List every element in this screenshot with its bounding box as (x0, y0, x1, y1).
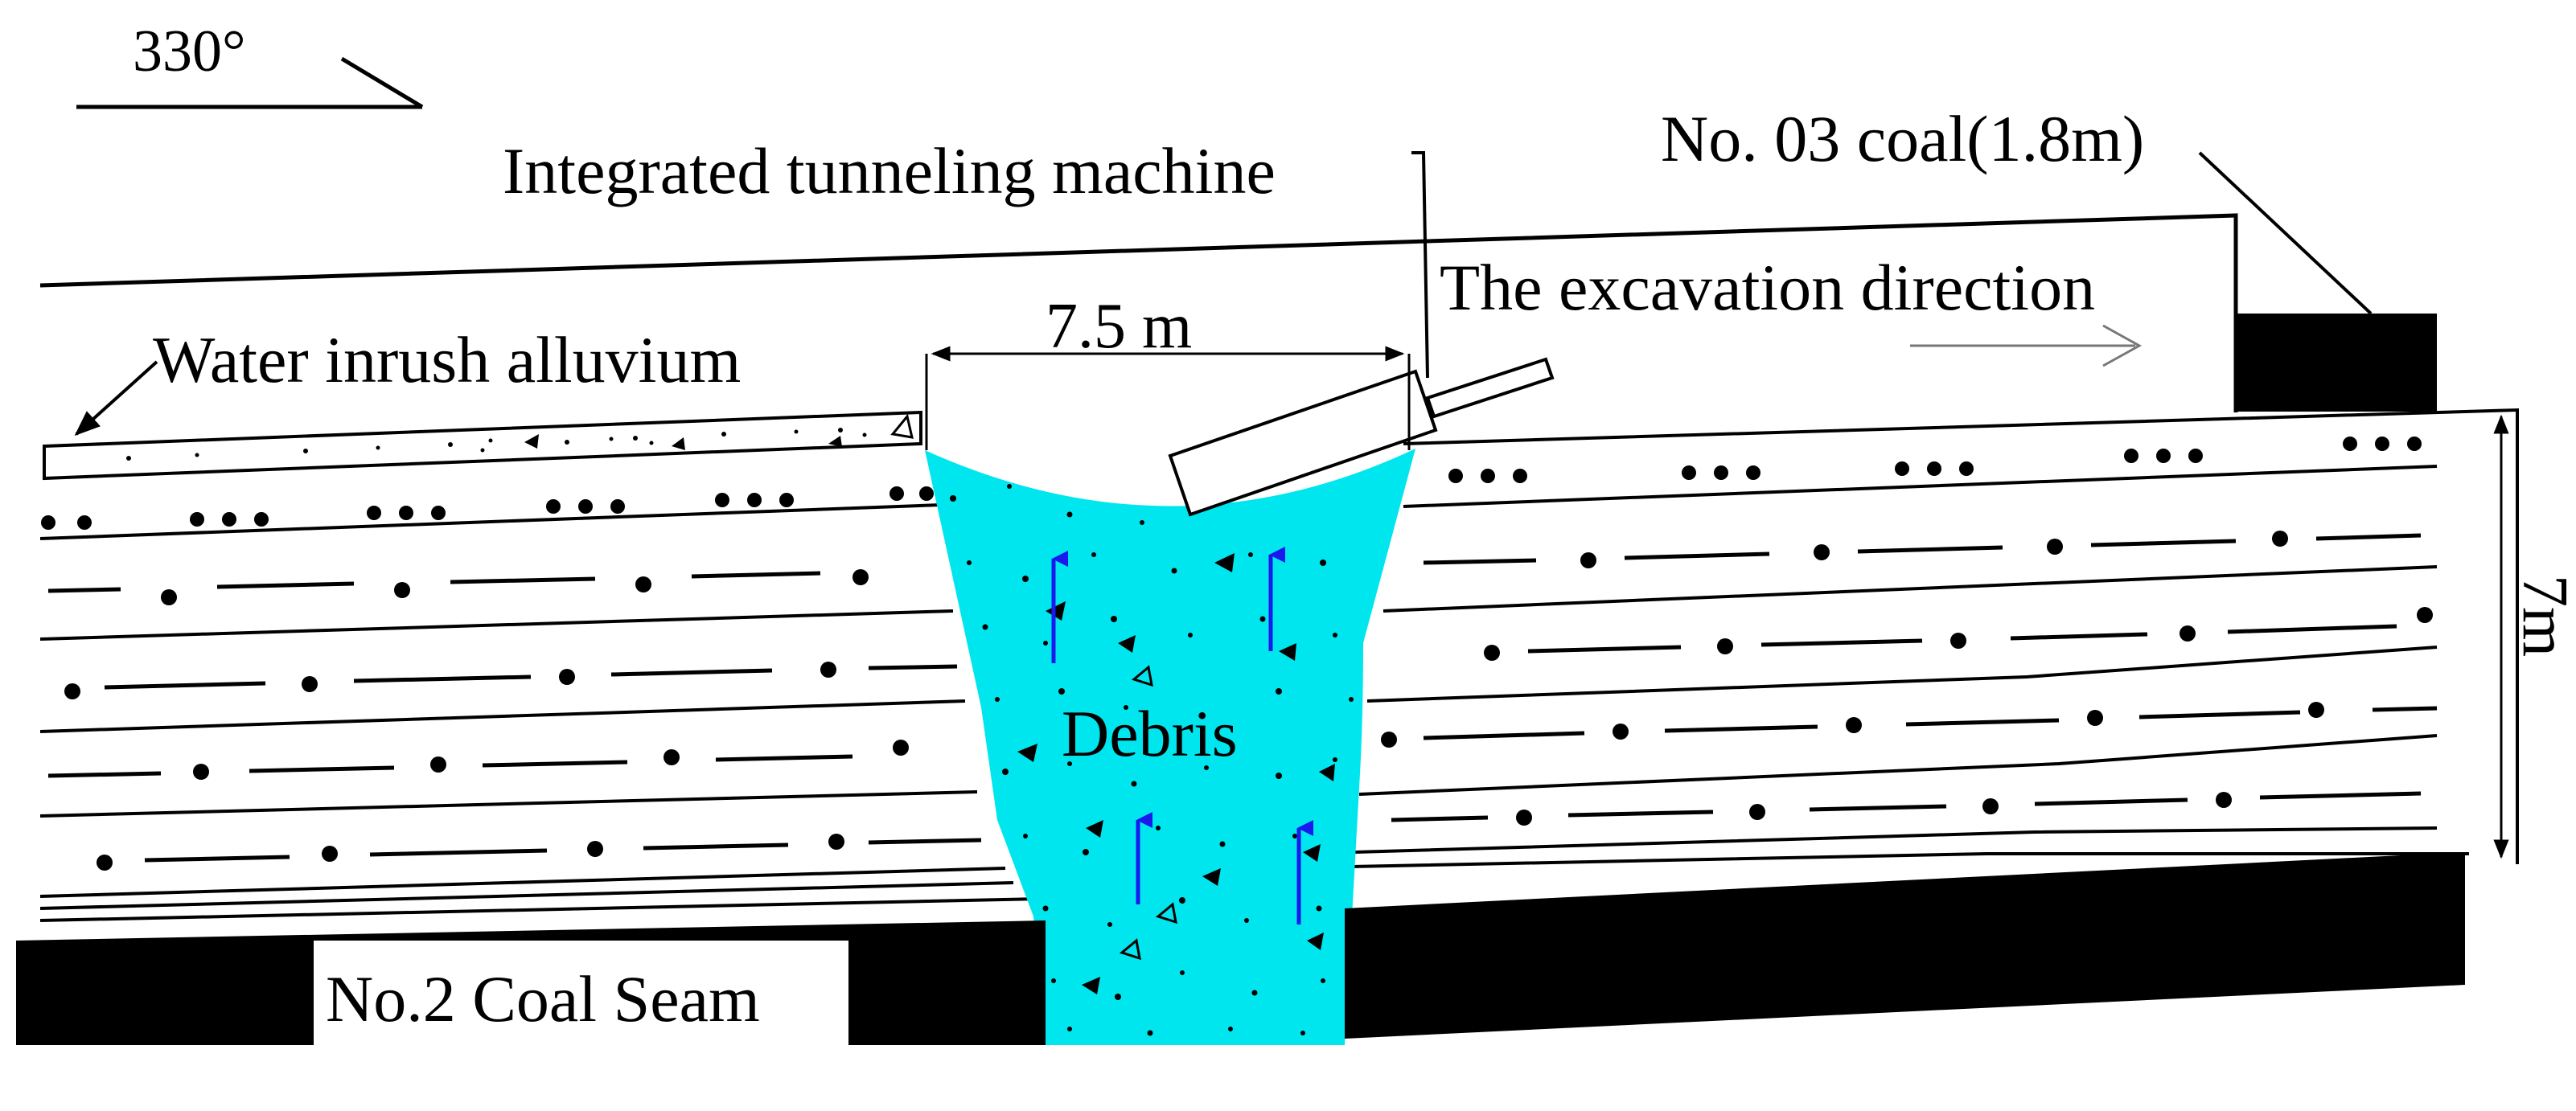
coal-2-seam (16, 852, 2465, 1053)
orientation-symbol: 330° (76, 18, 424, 109)
direction-label: The excavation direction (1440, 251, 2095, 324)
coal-03-label: No. 03 coal(1.8m) (1661, 102, 2144, 175)
strata-right-dashes (1391, 533, 2438, 822)
height-label: 7m (2509, 575, 2576, 657)
debris-zone (925, 449, 1415, 1045)
alluvium-layer (43, 410, 922, 481)
debris-label: Debris (1062, 697, 1238, 770)
strata-left-dots (41, 486, 934, 871)
machine-leader (1411, 151, 1429, 379)
debris-hollow-triangles (1119, 665, 1177, 961)
strata-right (1350, 408, 2519, 868)
strata-left (39, 503, 1042, 922)
coal-03-leader (2198, 151, 2373, 315)
strata-right-dots (1381, 437, 2433, 826)
machine-label: Integrated tunneling machine (503, 134, 1276, 207)
width-dimension (925, 346, 1411, 450)
direction-arrow (1910, 324, 2143, 367)
orientation-label: 330° (133, 18, 246, 84)
strata-left-dashes (47, 571, 982, 863)
alluvium-leader (74, 360, 158, 437)
width-label: 7.5 m (1046, 291, 1192, 362)
coal-03-block (2236, 314, 2437, 412)
water-flow-arrows (1051, 547, 1313, 924)
coal-2-label: No.2 Coal Seam (326, 962, 760, 1035)
alluvium-label: Water inrush alluvium (153, 323, 741, 396)
tunneling-machine (1168, 357, 1555, 517)
